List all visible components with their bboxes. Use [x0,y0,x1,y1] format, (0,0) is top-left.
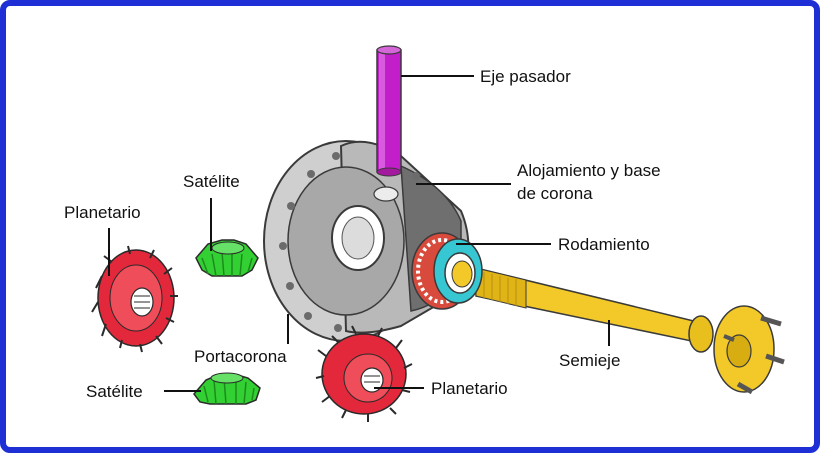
satellite-gear-bottom [193,372,261,405]
label-rodamiento: Rodamiento [558,235,650,254]
differential-diagram: Eje pasador Alojamiento y base de corona… [64,45,785,422]
label-portacorona: Portacorona [194,347,287,366]
label-satelite-bottom: Satélite [86,382,143,401]
planetary-gear-bottom [315,325,413,422]
label-alojamiento-line1: Alojamiento y base [517,161,661,180]
label-planetario-left: Planetario [64,203,141,222]
label-planetario-bottom: Planetario [431,379,508,398]
label-satelite-top: Satélite [183,172,240,191]
label-alojamiento-line2: de corona [517,184,593,203]
satellite-gear-top [195,239,259,277]
label-eje-pasador: Eje pasador [480,67,571,86]
label-semieje: Semieje [559,351,620,370]
leader-lines [108,75,610,392]
planetary-gear-left [91,245,178,353]
bearing [411,232,483,310]
pin-shaft [376,45,402,177]
axle-shaft [475,267,785,395]
